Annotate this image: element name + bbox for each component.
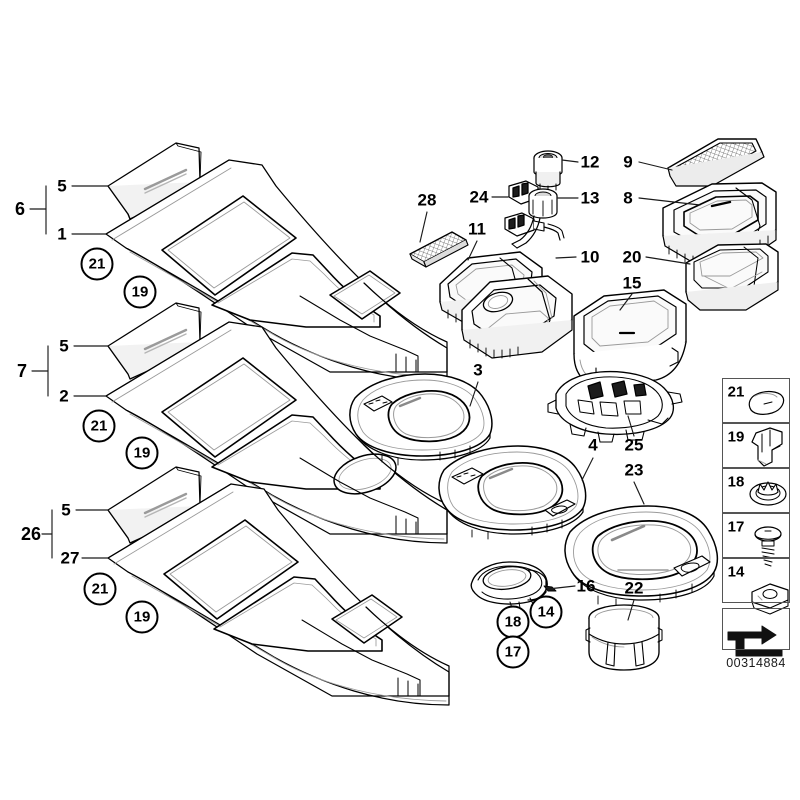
callout-label-23: 23	[624, 460, 644, 480]
callout-label-20: 20	[622, 247, 642, 267]
callout-label-27: 27	[60, 548, 80, 568]
callout-label-22: 22	[624, 578, 644, 598]
legend-cell-arrow	[722, 608, 790, 650]
circled-callout-21-b: 21	[82, 409, 116, 443]
circled-callout-19-a: 19	[123, 275, 157, 309]
legend-label-21: 21	[727, 383, 745, 401]
callout-label-12: 12	[580, 152, 600, 172]
bracket-group-label-6: 6	[14, 199, 26, 219]
circled-callout-14: 14	[529, 595, 563, 629]
callout-label-9: 9	[623, 152, 633, 172]
storage-compartment-frame-8-art	[662, 182, 777, 265]
circled-callout-21-c: 21	[83, 572, 117, 606]
grille-cover-9-art	[667, 138, 765, 187]
callout-label-10: 10	[580, 247, 600, 267]
cup-holder-22-art	[585, 604, 663, 671]
callout-label-24: 24	[469, 187, 489, 207]
bracket-group-label-7: 7	[16, 361, 28, 381]
callout-label-5-mid: 5	[59, 336, 69, 356]
legend-cell-19	[722, 423, 790, 468]
mechanism-carrier-25-art	[547, 370, 683, 443]
gear-selector-trim-3-art	[349, 373, 493, 466]
callout-label-2: 2	[59, 386, 69, 406]
screw-icon	[754, 526, 782, 567]
callout-label-5-top: 5	[57, 176, 67, 196]
z-arrow-icon	[727, 625, 783, 657]
star-washer-icon	[749, 481, 787, 506]
legend-cell-18	[722, 468, 790, 513]
callout-label-4: 4	[588, 435, 598, 455]
socket-housing-13-art	[511, 188, 558, 249]
trim-panel-1	[105, 159, 448, 382]
trim-panel-2	[105, 321, 448, 544]
legend-label-19: 19	[727, 428, 745, 446]
callout-label-13: 13	[580, 188, 600, 208]
callout-label-3: 3	[473, 360, 483, 380]
circled-callout-19-b: 19	[125, 436, 159, 470]
callout-label-5-bot: 5	[61, 500, 71, 520]
legend-label-17: 17	[727, 518, 745, 536]
spring-clip-icon	[751, 427, 783, 467]
legend-cell-17	[722, 513, 790, 558]
callout-label-1: 1	[57, 224, 67, 244]
leader-lines	[29, 159, 701, 621]
legend-cell-14	[722, 558, 790, 603]
trim-panel-3	[107, 483, 450, 706]
gear-selector-trim-4-art	[438, 445, 587, 540]
callout-label-25: 25	[624, 435, 644, 455]
oval-cap-icon	[748, 390, 785, 415]
storage-insert-20-art	[685, 243, 779, 311]
circled-callout-21-a: 21	[80, 247, 114, 281]
legend-label-14: 14	[727, 563, 745, 581]
centre-console-tray-10-art	[461, 275, 573, 359]
grille-insert-28-art	[409, 231, 469, 268]
console-trim-panel-1-art	[105, 142, 448, 382]
circled-callout-18: 18	[496, 605, 530, 639]
cigarette-lighter-socket-12-art	[533, 150, 563, 193]
storage-box-15-art	[573, 289, 687, 387]
callout-label-11: 11	[468, 219, 486, 239]
callout-label-16: 16	[576, 576, 596, 596]
circled-callout-17: 17	[496, 635, 530, 669]
legend-icons	[727, 390, 789, 657]
trim-lid-5-mid	[107, 302, 202, 380]
callout-label-15: 15	[622, 273, 642, 293]
bracket-group-label-26: 26	[20, 524, 42, 544]
legend-cell-21	[722, 378, 790, 423]
gear-selector-trim-23-art	[564, 505, 719, 608]
circled-callout-19-c: 19	[125, 600, 159, 634]
legend-label-18: 18	[727, 473, 745, 491]
console-trim-panel-2-art	[105, 302, 448, 544]
callout-label-8: 8	[623, 188, 633, 208]
ashtray-insert-16-art	[470, 561, 557, 609]
diagram-part-number: 00314884	[726, 656, 786, 670]
console-trim-panel-3-art	[107, 466, 450, 706]
callout-label-28: 28	[417, 190, 437, 210]
